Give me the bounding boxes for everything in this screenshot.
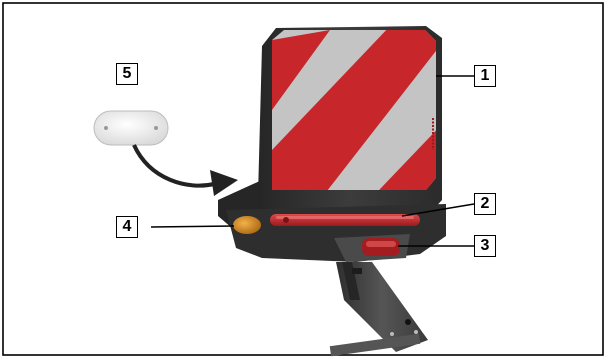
callout-2: 2 [474,193,496,215]
callout-1: 1 [474,65,496,87]
callout-5: 5 [116,63,138,85]
callout-3: 3 [474,235,496,257]
leader-line-2 [401,203,475,217]
leader-line-4 [150,225,235,228]
red-reflector-strip [270,214,420,226]
mounting-bracket [329,262,428,357]
red-rear-light [362,238,400,256]
callout-4: 4 [116,216,138,238]
warning-panel [272,30,436,190]
leader-lines [150,75,475,247]
white-reflector [93,110,169,146]
amber-side-reflector [233,216,261,234]
mounting-arrow [132,144,238,196]
